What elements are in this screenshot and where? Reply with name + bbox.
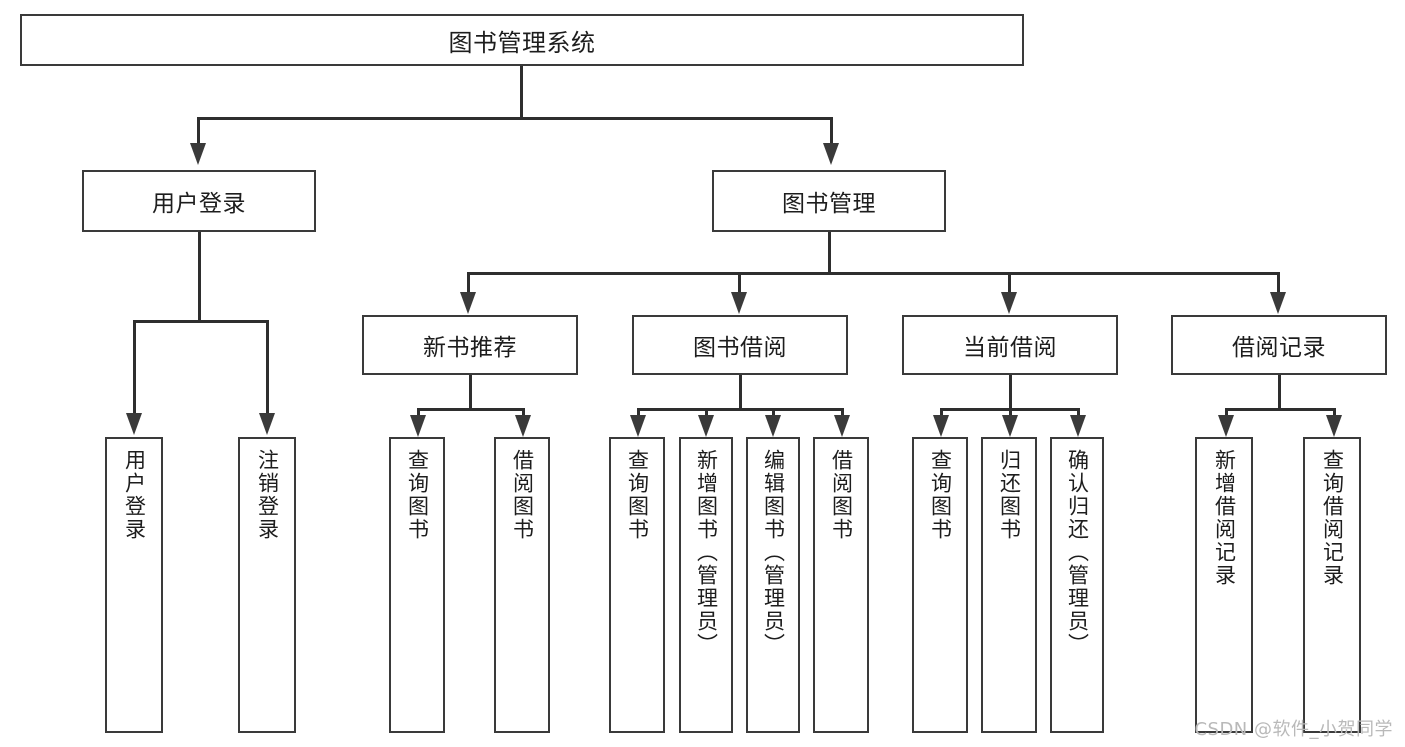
leaf-label: 查询图书 (928, 449, 953, 541)
leaf-edit-book[interactable]: 编辑图书（管理员） (746, 437, 800, 733)
leaf-borrow-book-1[interactable]: 借阅图书 (494, 437, 550, 733)
connector-bb-stem (739, 375, 742, 410)
connector-bb-drop-2 (705, 408, 708, 420)
leaf-label: 用户登录 (122, 449, 147, 541)
leaf-label: 编辑图书（管理员） (761, 449, 786, 656)
connector-br-stem (1278, 375, 1281, 410)
arrowhead-book-manage (823, 143, 839, 165)
connector-user-login-bus (133, 320, 266, 323)
connector-br-drop-1 (1225, 408, 1228, 420)
arrowhead-leaf-borrow-book-2 (834, 415, 850, 437)
arrowhead-user-login (190, 143, 206, 165)
node-current-borrow[interactable]: 当前借阅 (902, 315, 1118, 375)
node-root-system[interactable]: 图书管理系统 (20, 14, 1024, 66)
connector-user-login-stem (198, 232, 201, 322)
node-label: 当前借阅 (963, 335, 1057, 361)
node-borrow-record[interactable]: 借阅记录 (1171, 315, 1387, 375)
connector-root-stem (520, 66, 523, 118)
node-label: 新书推荐 (423, 335, 517, 361)
leaf-query-book-1[interactable]: 查询图书 (389, 437, 445, 733)
node-new-book-recommend[interactable]: 新书推荐 (362, 315, 578, 375)
arrowhead-leaf-query-book-3 (933, 415, 949, 437)
leaf-return-book[interactable]: 归还图书 (981, 437, 1037, 733)
arrowhead-leaf-add-book (698, 415, 714, 437)
leaf-label: 借阅图书 (510, 449, 535, 541)
connector-bm-drop-1 (467, 272, 470, 294)
arrowhead-leaf-query-record (1326, 415, 1342, 437)
arrowhead-leaf-query-book-1 (410, 415, 426, 437)
leaf-label: 新增借阅记录 (1212, 449, 1237, 587)
connector-root-bus (197, 117, 832, 120)
arrowhead-new-book-recommend (460, 292, 476, 314)
arrowhead-leaf-borrow-book-1 (515, 415, 531, 437)
node-label: 借阅记录 (1232, 335, 1326, 361)
node-label: 用户登录 (152, 191, 246, 217)
csdn-watermark: CSDN @软件_小贺同学 (1194, 719, 1393, 740)
connector-book-manage-stem (828, 232, 831, 274)
connector-bm-drop-3 (1008, 272, 1011, 294)
connector-bb-drop-3 (772, 408, 775, 420)
node-label: 图书借阅 (693, 335, 787, 361)
arrowhead-book-borrow (731, 292, 747, 314)
arrowhead-leaf-user-login (126, 413, 142, 435)
leaf-label: 查询借阅记录 (1320, 449, 1345, 587)
leaf-label: 确认归还（管理员） (1065, 449, 1090, 656)
arrowhead-leaf-edit-book (765, 415, 781, 437)
connector-br-drop-2 (1333, 408, 1336, 420)
leaf-add-book[interactable]: 新增图书（管理员） (679, 437, 733, 733)
leaf-label: 归还图书 (997, 449, 1022, 541)
connector-cb-drop-3 (1077, 408, 1080, 420)
node-book-borrow[interactable]: 图书借阅 (632, 315, 848, 375)
leaf-confirm-return[interactable]: 确认归还（管理员） (1050, 437, 1104, 733)
connector-bm-drop-4 (1277, 272, 1280, 294)
connector-user-login-drop-2 (266, 320, 269, 415)
arrowhead-leaf-confirm-return (1070, 415, 1086, 437)
node-label: 图书管理系统 (448, 28, 596, 57)
connector-cb-stem (1009, 375, 1012, 410)
connector-cb-drop-2 (1009, 408, 1012, 420)
leaf-label: 查询图书 (625, 449, 650, 541)
arrowhead-leaf-user-logout (259, 413, 275, 435)
arrowhead-leaf-query-book-2 (630, 415, 646, 437)
connector-br-bus (1225, 408, 1335, 411)
node-user-login[interactable]: 用户登录 (82, 170, 316, 232)
leaf-label: 注销登录 (255, 449, 280, 541)
connector-cb-drop-1 (940, 408, 943, 420)
leaf-add-record[interactable]: 新增借阅记录 (1195, 437, 1253, 733)
connector-user-login-drop-1 (133, 320, 136, 415)
leaf-query-book-2[interactable]: 查询图书 (609, 437, 665, 733)
leaf-label: 新增图书（管理员） (694, 449, 719, 656)
connector-bm-drop-2 (738, 272, 741, 294)
connector-book-manage-bus (467, 272, 1279, 275)
connector-root-to-book-manage (830, 117, 833, 145)
arrowhead-leaf-add-record (1218, 415, 1234, 437)
leaf-query-record[interactable]: 查询借阅记录 (1303, 437, 1361, 733)
leaf-query-book-3[interactable]: 查询图书 (912, 437, 968, 733)
connector-bb-drop-4 (841, 408, 844, 420)
connector-nbr-drop-1 (417, 408, 420, 420)
node-label: 图书管理 (782, 191, 876, 217)
connector-nbr-bus (417, 408, 524, 411)
connector-nbr-stem (469, 375, 472, 410)
connector-bb-drop-1 (637, 408, 640, 420)
leaf-user-logout[interactable]: 注销登录 (238, 437, 296, 733)
leaf-label: 借阅图书 (829, 449, 854, 541)
connector-nbr-drop-2 (522, 408, 525, 420)
arrowhead-current-borrow (1001, 292, 1017, 314)
connector-root-to-user-login (197, 117, 200, 145)
connector-bb-bus (637, 408, 843, 411)
leaf-user-login[interactable]: 用户登录 (105, 437, 163, 733)
leaf-label: 查询图书 (405, 449, 430, 541)
leaf-borrow-book-2[interactable]: 借阅图书 (813, 437, 869, 733)
arrowhead-borrow-record (1270, 292, 1286, 314)
arrowhead-leaf-return-book (1002, 415, 1018, 437)
node-book-manage[interactable]: 图书管理 (712, 170, 946, 232)
